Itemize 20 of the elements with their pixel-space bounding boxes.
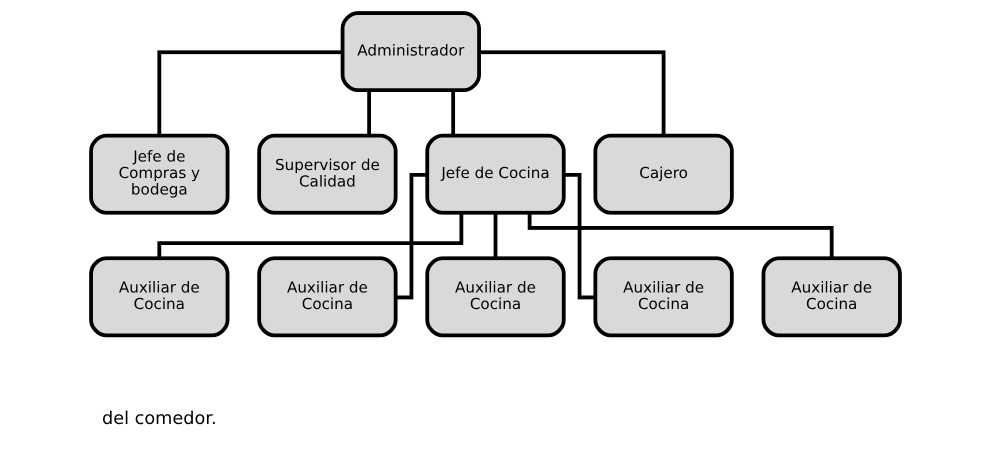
label: del comedor. — [101, 409, 216, 430]
connector — [156, 213, 463, 258]
node-box: Cajero — [592, 134, 734, 215]
node-box: Jefe de Compras y bodega — [88, 134, 229, 215]
node-box: Auxiliar de Cocina — [424, 256, 566, 338]
connector — [366, 90, 370, 136]
connector — [478, 50, 665, 136]
node-box: Jefe de Cocina — [424, 134, 566, 215]
node-box: Supervisor de Calidad — [256, 134, 398, 215]
connector — [450, 90, 455, 136]
node-box: Auxiliar de Cocina — [592, 256, 734, 338]
connector — [564, 172, 594, 300]
node-box: Auxiliar de Cocina — [256, 256, 398, 338]
connector — [527, 213, 834, 258]
connector — [156, 50, 342, 136]
node-box: Auxiliar de Cocina — [761, 256, 902, 338]
node-box: Auxiliar de Cocina — [88, 256, 229, 338]
node-box: Administrador — [340, 11, 480, 92]
connector — [493, 213, 497, 258]
connector — [396, 172, 426, 300]
